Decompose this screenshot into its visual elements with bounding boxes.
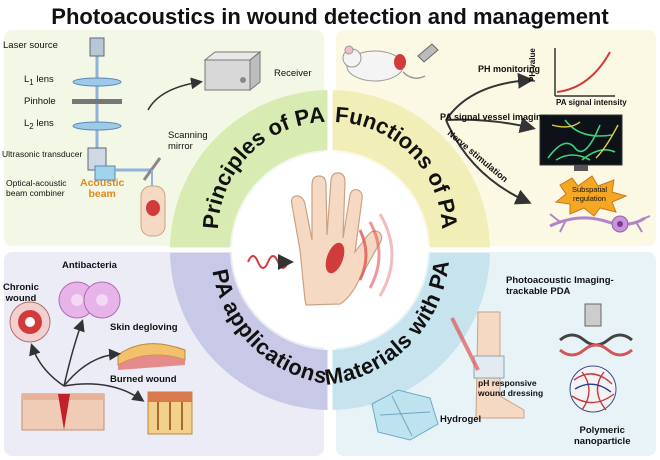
probe-icon	[417, 43, 439, 63]
burned-skin-icon	[147, 391, 193, 435]
skin-wound-icon	[21, 393, 105, 431]
ring-functions-segment	[330, 90, 490, 250]
subspatial-line2: regulation	[573, 193, 606, 203]
label-burned-wound: Burned wound	[110, 374, 177, 385]
figure-title: Photoacoustics in wound detection and ma…	[51, 4, 609, 29]
label-l1-lens: L1 lens	[24, 74, 54, 87]
l2-suffix: lens	[33, 118, 54, 129]
l1-subscript: 1	[29, 77, 34, 87]
label-laser-source: Laser source	[3, 40, 58, 51]
receiver-icon	[203, 50, 262, 92]
l1-suffix: lens	[33, 74, 54, 85]
skin-degloving-icon	[117, 343, 186, 370]
l1-letter: L	[24, 74, 30, 85]
ring-principles-segment	[170, 90, 330, 250]
polymeric-line2: nanoparticle	[574, 436, 631, 447]
nanoparticle-icon	[569, 365, 617, 413]
combiner-line1: Optical-acoustic	[6, 178, 67, 188]
acoustic-wave-icon	[358, 229, 368, 281]
laser-source-icon	[89, 37, 105, 57]
l2-subscript: 2	[29, 121, 34, 131]
label-skin-degloving: Skin degloving	[110, 322, 178, 333]
combiner-line2: beam combiner	[6, 188, 65, 198]
label-vessel-imaging: PA signal vessel imaging	[440, 112, 548, 122]
polymeric-line1: Polymeric	[579, 425, 625, 436]
finger-wound-icon	[140, 185, 166, 237]
scanning-mirror-icon	[142, 157, 162, 181]
ph-dressing-line1: pH responsive	[478, 378, 537, 388]
chronic-wound-icon	[9, 301, 51, 343]
chronic-line1: Chronic	[3, 282, 39, 293]
pda-helix-icon	[559, 303, 633, 357]
pda-line1: Photoacoustic Imaging-	[506, 275, 614, 286]
label-pa-intensity: PA signal intensity	[556, 98, 627, 107]
subspatial-burst-icon	[554, 175, 628, 217]
chronic-line2: wound	[5, 293, 37, 304]
optical-setup	[72, 37, 203, 190]
label-antibacteria: Antibacteria	[62, 260, 117, 271]
pinhole-icon	[72, 99, 122, 104]
neuron-icon	[549, 213, 651, 233]
beam-combiner-icon	[94, 165, 116, 181]
label-ph-value: PH value	[528, 48, 537, 82]
acoustic-line2: beam	[88, 188, 116, 200]
ph-dressing-line2: wound dressing	[478, 388, 544, 398]
hydrogel-icon	[371, 389, 439, 441]
hand-illustration	[290, 172, 383, 306]
ring-applications-segment	[170, 250, 330, 410]
label-ph-monitoring: PH monitoring	[478, 64, 540, 74]
scanning-line2: mirror	[168, 141, 193, 152]
wound-mark	[325, 242, 345, 274]
label-l2-lens: L2 lens	[24, 118, 54, 131]
bacteria-icon	[58, 281, 121, 319]
l2-lens-icon	[72, 121, 122, 131]
ring-materials-segment	[330, 250, 490, 410]
ph-graph-icon	[554, 48, 615, 97]
pda-line2: trackable PDA	[506, 286, 571, 297]
leg-dressing-icon	[450, 311, 525, 419]
label-pda: Photoacoustic Imaging-trackable PDA	[506, 275, 614, 297]
subspatial-line1: Subspatial	[572, 185, 608, 194]
l1-lens-icon	[72, 77, 122, 87]
acoustic-line1: Acoustic	[80, 177, 125, 189]
label-receiver: Receiver	[274, 68, 312, 79]
label-hydrogel: Hydrogel	[440, 414, 482, 425]
mouse-icon	[342, 45, 426, 82]
l2-letter: L	[24, 118, 30, 129]
label-pinhole: Pinhole	[24, 96, 56, 107]
vessel-monitor-icon	[539, 114, 623, 171]
scanning-line1: Scanning	[168, 130, 208, 141]
label-transducer: Ultrasonic transducer	[2, 149, 83, 159]
